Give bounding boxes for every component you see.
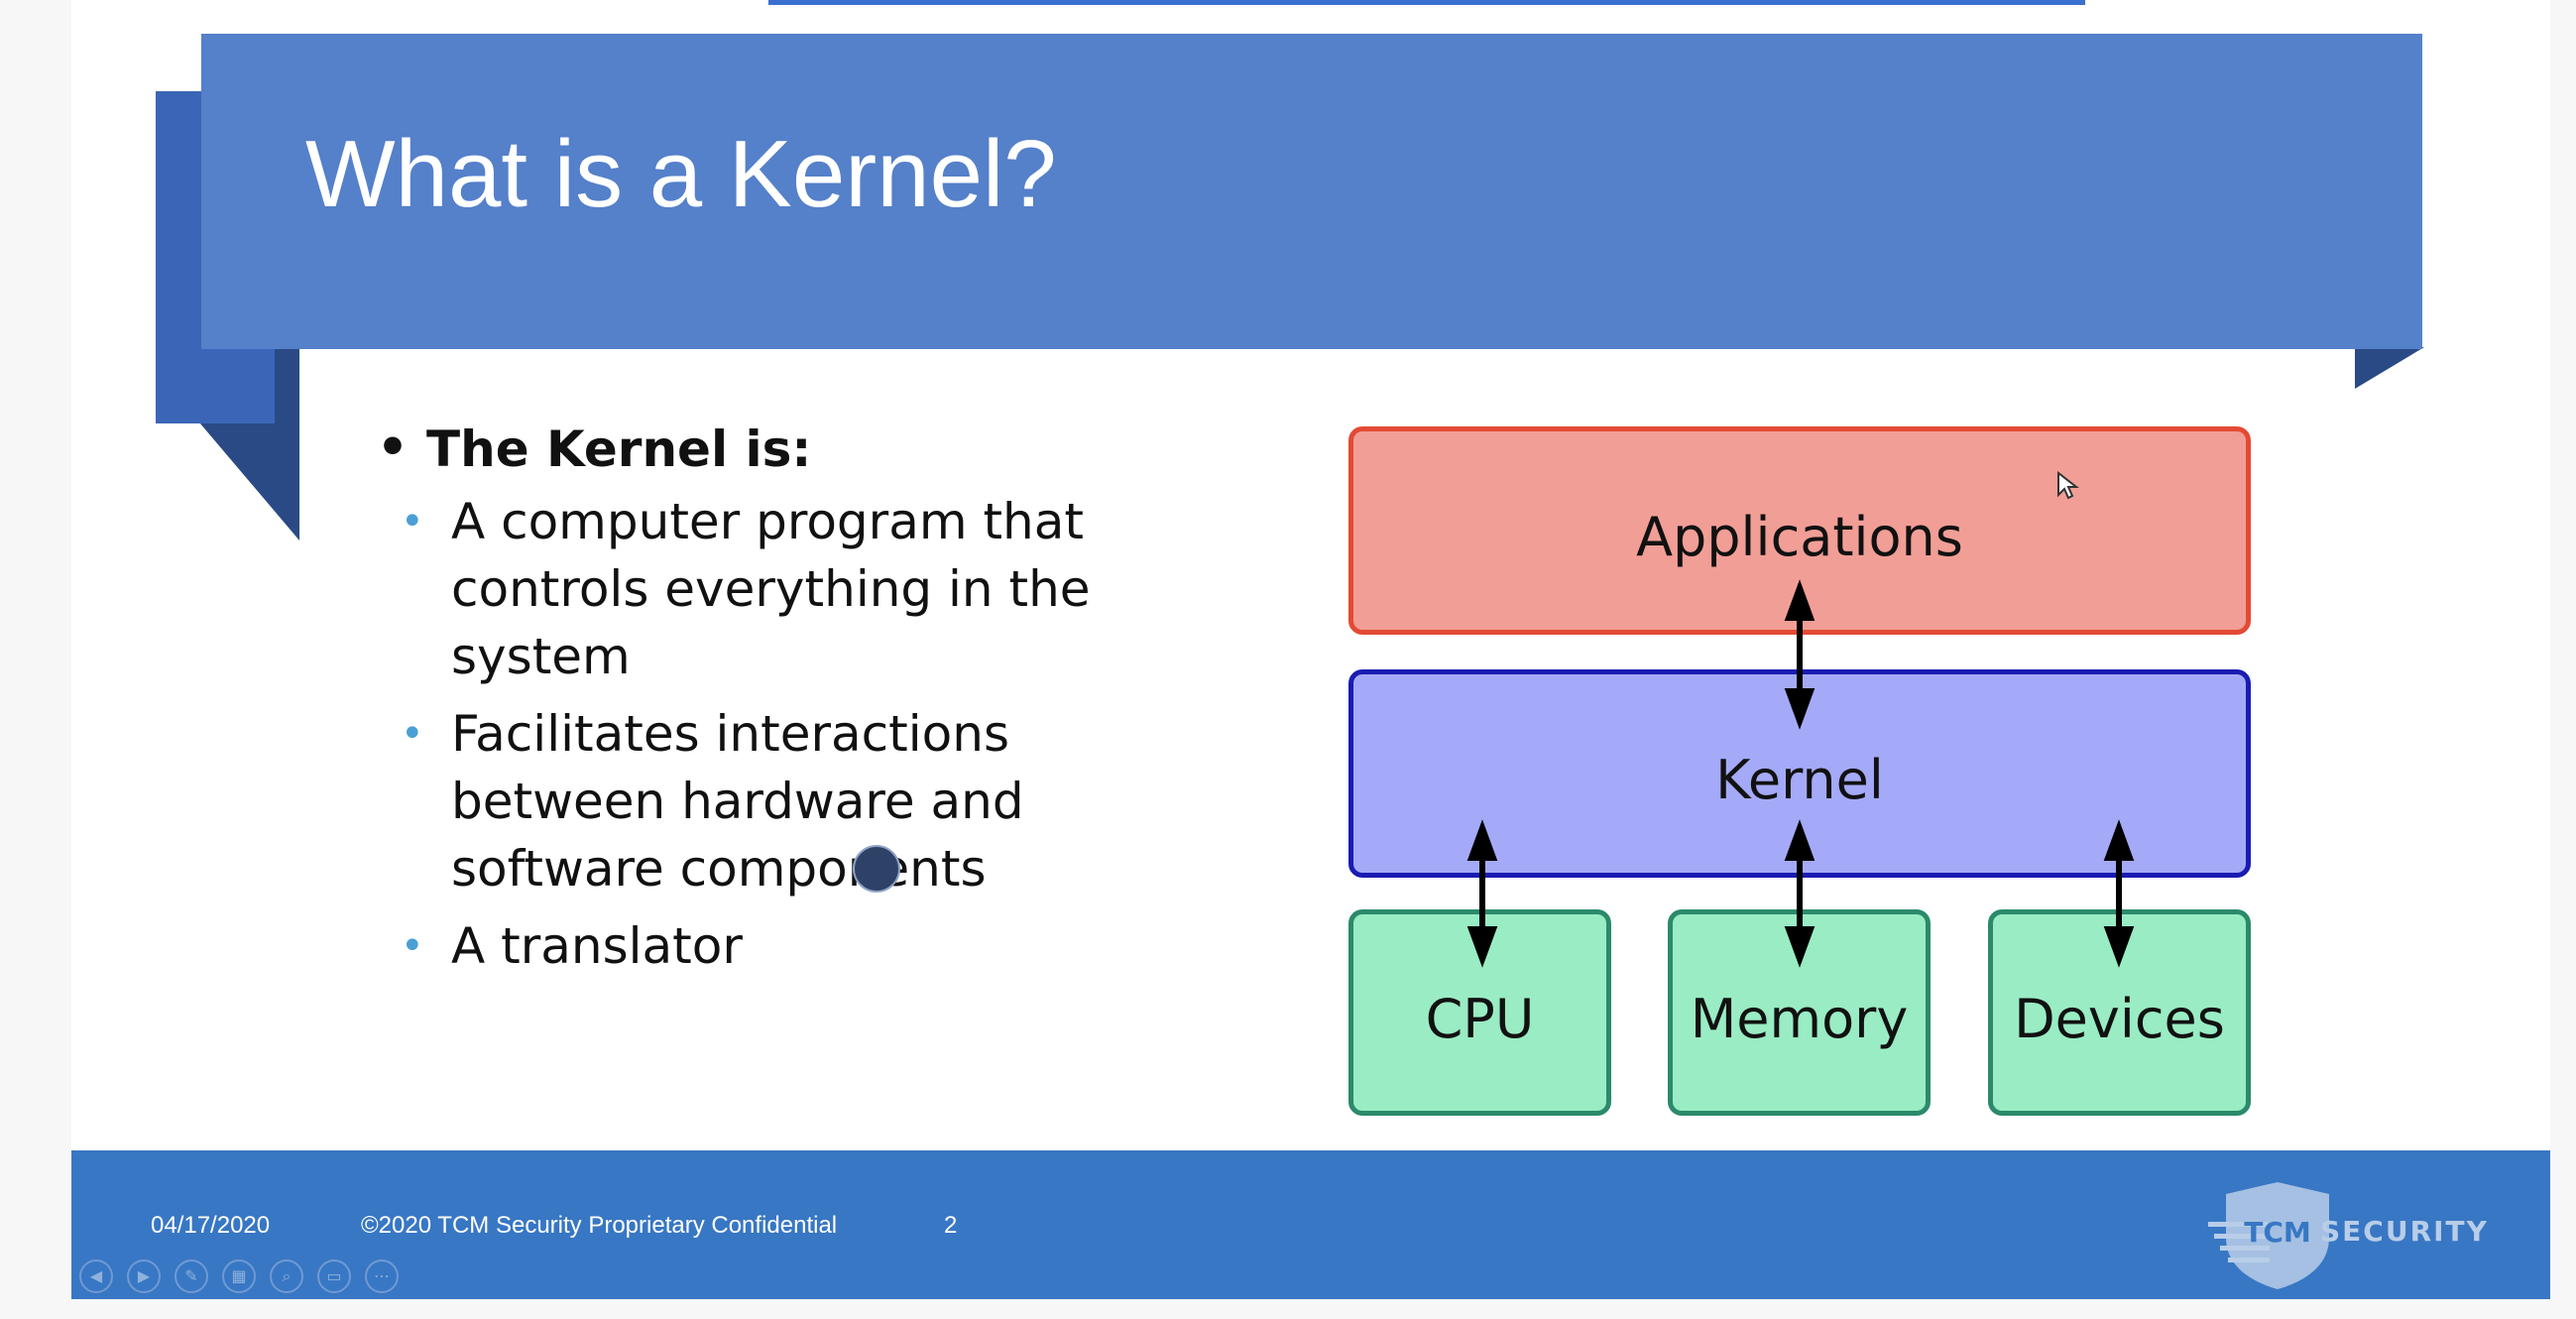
bullet-heading-text: The Kernel is: (426, 420, 812, 478)
zoom-icon[interactable]: ⌕ (270, 1259, 303, 1293)
memory-kernel-arrow (1784, 819, 1815, 968)
sub-bullet: • A computer program that controls every… (377, 488, 1190, 690)
sub-bullet-dot: • (401, 499, 424, 544)
bullet-heading: • The Kernel is: (377, 419, 1190, 476)
memory-label: Memory (1690, 987, 1909, 1050)
cpu-label: CPU (1425, 987, 1535, 1050)
kernel-diagram: Applications Kernel CPU Memory Devices (1344, 421, 2266, 1126)
logo-wordmark: SECURITY (2320, 1215, 2489, 1248)
presenter-toolbar: ◀ ▶ ✎ ▦ ⌕ ▭ ⋯ (79, 1259, 399, 1293)
slide-footer: 04/17/2020 ©2020 TCM Security Proprietar… (71, 1150, 2550, 1299)
sub-bullet-dot: • (401, 923, 424, 969)
sub-bullet-line: between hardware and (451, 773, 1024, 830)
footer-copyright: ©2020 TCM Security Proprietary Confident… (361, 1212, 838, 1239)
kernel-label: Kernel (1715, 748, 1884, 811)
sub-bullet-line: Facilitates interactions (451, 705, 1009, 763)
presenter-pointer-icon (853, 845, 900, 893)
devices-label: Devices (2014, 987, 2225, 1050)
more-icon[interactable]: ⋯ (365, 1259, 399, 1293)
applications-kernel-arrow (1784, 579, 1815, 730)
devices-kernel-arrow (2103, 819, 2135, 968)
title-band (201, 34, 2422, 349)
sub-bullet-line: A translator (451, 917, 743, 975)
sub-bullet: • Facilitates interactions between hardw… (377, 700, 1190, 902)
logo-badge-text: TCM (2244, 1216, 2311, 1249)
slide-title: What is a Kernel? (305, 121, 1057, 227)
top-accent-line (768, 0, 2085, 5)
tcm-security-logo-icon: TCM (2208, 1182, 2329, 1289)
sub-bullet-line: system (451, 628, 631, 685)
bullet-list: • The Kernel is: • A computer program th… (377, 407, 1190, 980)
sub-bullet-line: A computer program that (451, 493, 1084, 550)
mouse-cursor-icon (2057, 471, 2079, 500)
sub-bullet-line: controls everything in the (451, 560, 1091, 618)
bullet-dot: • (377, 419, 409, 476)
sub-bullet: • A translator (377, 912, 1190, 980)
pen-icon[interactable]: ✎ (175, 1259, 208, 1293)
cpu-kernel-arrow (1466, 819, 1498, 968)
footer-page-number: 2 (944, 1212, 958, 1239)
applications-label: Applications (1636, 505, 1963, 568)
slides-grid-icon[interactable]: ▦ (222, 1259, 256, 1293)
previous-icon[interactable]: ◀ (79, 1259, 113, 1293)
diagram-arrows (1466, 579, 2135, 968)
sub-bullet-line: software components (451, 840, 987, 898)
footer-date: 04/17/2020 (151, 1212, 271, 1239)
subtitles-icon[interactable]: ▭ (317, 1259, 351, 1293)
next-icon[interactable]: ▶ (127, 1259, 161, 1293)
sub-bullet-dot: • (401, 711, 424, 757)
